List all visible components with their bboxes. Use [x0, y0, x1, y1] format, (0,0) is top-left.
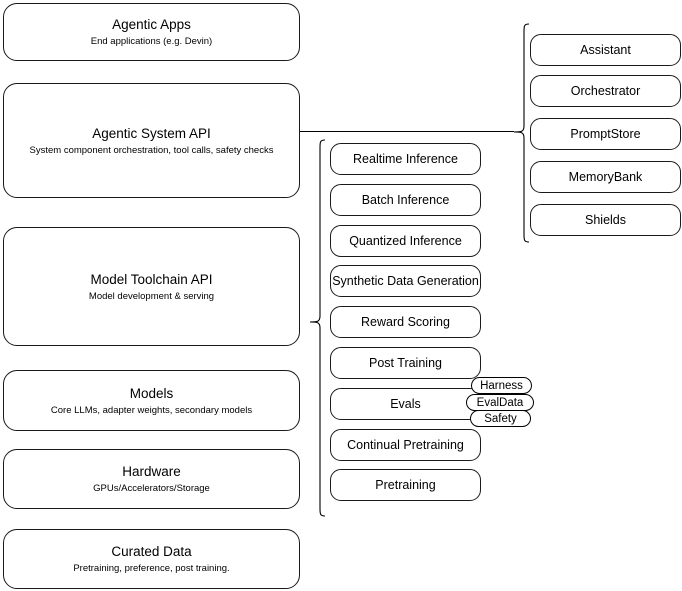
- system-component-label: Assistant: [580, 43, 631, 57]
- eval-subcomponent-label: Harness: [480, 379, 523, 392]
- capability-label: Synthetic Data Generation: [332, 274, 479, 288]
- eval-subcomponent-label: Safety: [484, 412, 517, 425]
- system-component-assistant[interactable]: Assistant: [530, 34, 681, 66]
- stack-layer-title: Agentic System API: [92, 125, 211, 141]
- stack-layer-agentic-apps[interactable]: Agentic Apps End applications (e.g. Devi…: [3, 3, 300, 61]
- capability-label: Reward Scoring: [361, 315, 450, 329]
- capability-quantized-inference[interactable]: Quantized Inference: [330, 225, 481, 257]
- capability-label: Pretraining: [375, 478, 436, 492]
- brace-system-components: [513, 23, 530, 243]
- stack-layer-title: Curated Data: [111, 544, 192, 559]
- stack-layer-title: Models: [129, 385, 174, 401]
- capability-pretraining[interactable]: Pretraining: [330, 469, 481, 501]
- system-component-label: MemoryBank: [568, 170, 643, 184]
- capability-label: Realtime Inference: [353, 152, 458, 166]
- stack-layer-subtitle: Core LLMs, adapter weights, secondary mo…: [50, 404, 253, 416]
- capability-label: Post Training: [369, 356, 442, 370]
- stack-layer-subtitle: Pretraining, preference, post training.: [73, 563, 230, 574]
- capability-synthetic-data-generation[interactable]: Synthetic Data Generation: [330, 265, 481, 297]
- capability-continual-pretraining[interactable]: Continual Pretraining: [330, 429, 481, 461]
- system-component-memorybank[interactable]: MemoryBank: [530, 161, 681, 193]
- eval-subcomponent-safety[interactable]: Safety: [470, 410, 531, 427]
- capability-batch-inference[interactable]: Batch Inference: [330, 184, 481, 216]
- system-component-shields[interactable]: Shields: [530, 204, 681, 236]
- eval-subcomponent-label: EvalData: [476, 396, 524, 409]
- capability-label: Continual Pretraining: [347, 438, 464, 452]
- stack-layer-subtitle: System component orchestration, tool cal…: [29, 144, 274, 156]
- capability-label: Batch Inference: [361, 193, 450, 207]
- capability-realtime-inference[interactable]: Realtime Inference: [330, 143, 481, 175]
- system-component-label: PromptStore: [570, 127, 641, 141]
- stack-layer-subtitle: End applications (e.g. Devin): [90, 36, 213, 47]
- stack-layer-models[interactable]: Models Core LLMs, adapter weights, secon…: [3, 370, 300, 431]
- eval-subcomponent-evaldata[interactable]: EvalData: [466, 394, 534, 411]
- stack-layer-model-toolchain-api[interactable]: Model Toolchain API Model development & …: [3, 227, 300, 346]
- stack-layer-curated-data[interactable]: Curated Data Pretraining, preference, po…: [3, 529, 300, 589]
- stack-layer-subtitle: Model development & serving: [88, 290, 215, 302]
- eval-subcomponent-harness[interactable]: Harness: [471, 377, 532, 394]
- connector-system-api-to-components: [300, 131, 514, 132]
- system-component-label: Shields: [585, 213, 626, 227]
- capability-evals[interactable]: Evals: [330, 388, 481, 420]
- capability-label: Quantized Inference: [349, 234, 462, 248]
- stack-layer-subtitle: GPUs/Accelerators/Storage: [93, 483, 210, 494]
- system-component-promptstore[interactable]: PromptStore: [530, 118, 681, 150]
- capability-reward-scoring[interactable]: Reward Scoring: [330, 306, 481, 338]
- capability-label: Evals: [390, 397, 421, 411]
- capability-post-training[interactable]: Post Training: [330, 347, 481, 379]
- stack-layer-title: Hardware: [122, 464, 181, 479]
- brace-toolchain-capabilities: [309, 139, 326, 517]
- stack-layer-hardware[interactable]: Hardware GPUs/Accelerators/Storage: [3, 449, 300, 509]
- system-component-orchestrator[interactable]: Orchestrator: [530, 75, 681, 107]
- stack-layer-agentic-system-api[interactable]: Agentic System API System component orch…: [3, 83, 300, 198]
- stack-layer-title: Model Toolchain API: [90, 271, 213, 287]
- stack-layer-title: Agentic Apps: [112, 17, 191, 32]
- system-component-label: Orchestrator: [570, 84, 641, 98]
